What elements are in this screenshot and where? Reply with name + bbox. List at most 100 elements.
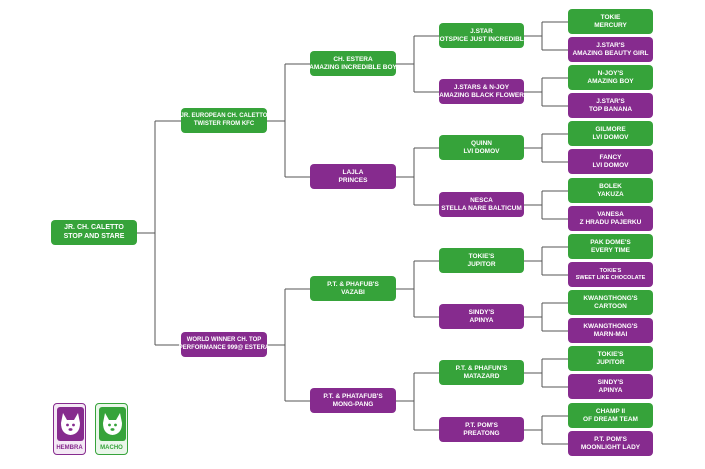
- gen5-name-line2: MERCURY: [594, 21, 627, 29]
- gen5-ancestor: CHAMP II OF DREAM TEAM: [568, 403, 653, 428]
- gen5-name-line1: P.T. POM'S: [594, 435, 627, 443]
- gen5-name-line2: EVERY TIME: [590, 246, 630, 254]
- gen4-name-line2: JUPITOR: [467, 260, 496, 268]
- gen4-name-line2: APINYA: [469, 316, 494, 324]
- gen4-name-line2: LVI DOMOV: [463, 147, 500, 155]
- gen5-name-line1: GILMORE: [595, 125, 626, 133]
- gen4-ancestor: TOKIE'S JUPITOR: [439, 248, 524, 273]
- gen5-name-line1: BOLEK: [599, 182, 622, 190]
- gen5-name-line2: APINYA: [598, 386, 623, 394]
- maternal-granddam: P.T. & PHATAFUB'S MONG-PANG: [310, 388, 396, 413]
- gen5-ancestor: TOKIE'S SWEET LIKE CHOCOLATE: [568, 262, 653, 287]
- gen5-name-line1: SINDY'S: [597, 378, 624, 386]
- gen4-name-line1: SINDY'S: [468, 308, 495, 316]
- subject-dog: JR. CH. CALETTO STOP AND STARE: [51, 220, 137, 245]
- dog-face-icon: [103, 413, 122, 435]
- gen3-name-line1: P.T. & PHATAFUB'S: [323, 392, 383, 400]
- dam-name-line2: PERFORMANCE 999@ ESTERA: [178, 344, 270, 351]
- dog-face-icon: [61, 413, 80, 435]
- subject-name-line2: STOP AND STARE: [63, 232, 125, 240]
- gen5-ancestor: P.T. POM'S MOONLIGHT LADY: [568, 431, 653, 456]
- gen4-name-line1: P.T. & PHAFUN'S: [455, 364, 508, 372]
- gen5-ancestor: N-JOY'S AMAZING BOY: [568, 65, 653, 90]
- gen5-name-line2: LVI DOMOV: [592, 161, 629, 169]
- gen5-name-line1: VANESA: [597, 210, 624, 218]
- maternal-grandsire: P.T. & PHAFUB'S VAZABI: [310, 276, 396, 301]
- gen3-name-line1: P.T. & PHAFUB'S: [327, 280, 379, 288]
- gen5-name-line1: TOKIE: [600, 13, 621, 21]
- dam: WORLD WINNER CH. TOP PERFORMANCE 999@ ES…: [178, 332, 270, 357]
- gen4-name-line2: MATAZARD: [463, 372, 500, 380]
- gen5-name-line1: J.STAR'S: [596, 97, 625, 105]
- gen5-name-line2: MOONLIGHT LADY: [580, 443, 641, 451]
- gen3-name-line2: AMAZING INCREDIBLE BOY: [309, 63, 397, 71]
- gen5-ancestor: PAK DOME'S EVERY TIME: [568, 234, 653, 259]
- gen5-ancestor: VANESA Z HRADU PAJERKU: [568, 206, 653, 231]
- gen5-name-line1: TOKIE'S: [599, 267, 622, 274]
- gen4-name-line1: TOKIE'S: [468, 252, 495, 260]
- gen5-name-line2: TOP BANANA: [588, 105, 633, 113]
- gen4-name-line1: NESCA: [470, 196, 493, 204]
- gen5-name-line1: TOKIE'S: [597, 350, 624, 358]
- gen5-name-line2: OF DREAM TEAM: [583, 415, 638, 423]
- gen5-name-line2: AMAZING BOY: [587, 77, 634, 85]
- gen4-name-line1: P.T. POM'S: [465, 421, 498, 429]
- gen4-name-line1: J.STAR: [470, 27, 493, 35]
- gen5-name-line1: J.STAR'S: [596, 41, 625, 49]
- gen5-name-line1: FANCY: [599, 153, 622, 161]
- gen5-name-line1: KWANGTHONG'S: [583, 294, 638, 302]
- gen4-ancestor: P.T. POM'S PREATONG: [439, 417, 524, 442]
- gen4-ancestor: NESCA STELLA NARE BALTICUM: [439, 192, 524, 217]
- dam-name-line1: WORLD WINNER CH. TOP: [186, 337, 262, 344]
- gen5-name-line2: JUPITOR: [596, 358, 625, 366]
- gen5-name-line2: LVI DOMOV: [592, 133, 629, 141]
- sire: JR. EUROPEAN CH. CALETTO TWISTER FROM KF…: [181, 108, 267, 133]
- gen4-name-line1: J.STARS & N-JOY: [453, 83, 510, 91]
- gen5-name-line2: AMAZING BEAUTY GIRL: [572, 49, 649, 57]
- legend-macho-label: MACHO: [100, 445, 123, 451]
- gen3-name-line1: LAJLA: [342, 168, 364, 176]
- gen4-name-line2: HOTSPICE JUST INCREDIBLE: [434, 35, 529, 43]
- gen4-ancestor: P.T. & PHAFUN'S MATAZARD: [439, 360, 524, 385]
- legend-hembra-label: HEMBRA: [56, 445, 83, 451]
- gen5-ancestor: TOKIE MERCURY: [568, 9, 653, 34]
- gen3-name-line2: PRINCES: [338, 176, 368, 184]
- gen4-name-line2: STELLA NARE BALTICUM: [441, 204, 522, 212]
- gen5-ancestor: GILMORE LVI DOMOV: [568, 121, 653, 146]
- gen4-ancestor: J.STAR HOTSPICE JUST INCREDIBLE: [435, 23, 528, 48]
- sire-name-line2: TWISTER FROM KFC: [193, 120, 255, 127]
- gen4-name-line1: QUINN: [471, 139, 492, 147]
- gen3-name-line1: CH. ESTERA: [333, 55, 373, 63]
- gen3-name-line2: VAZABI: [341, 288, 365, 296]
- gen5-ancestor: SINDY'S APINYA: [568, 374, 653, 399]
- gen5-name-line1: CHAMP II: [595, 407, 626, 415]
- gen5-name-line2: YAKUZA: [597, 190, 624, 198]
- gen5-name-line1: N-JOY'S: [597, 69, 624, 77]
- legend-hembra: HEMBRA: [53, 403, 86, 455]
- gen5-name-line2: Z HRADU PAJERKU: [579, 218, 642, 226]
- gen3-name-line2: MONG-PANG: [332, 400, 374, 408]
- gen4-ancestor: QUINN LVI DOMOV: [439, 135, 524, 160]
- gen5-name-line2: CARTOON: [594, 302, 627, 310]
- gen5-ancestor: KWANGTHONG'S MARN-MAI: [568, 318, 653, 343]
- subject-name-line1: JR. CH. CALETTO: [64, 224, 124, 232]
- gen5-ancestor: J.STAR'S AMAZING BEAUTY GIRL: [568, 37, 653, 62]
- gen5-name-line1: KWANGTHONG'S: [583, 322, 638, 330]
- paternal-granddam: LAJLA PRINCES: [310, 164, 396, 189]
- gen5-name-line2: SWEET LIKE CHOCOLATE: [575, 274, 646, 281]
- gen5-ancestor: KWANGTHONG'S CARTOON: [568, 290, 653, 315]
- gen4-ancestor: SINDY'S APINYA: [439, 304, 524, 329]
- legend-macho: MACHO: [95, 403, 128, 455]
- gen5-ancestor: BOLEK YAKUZA: [568, 178, 653, 203]
- sire-name-line1: JR. EUROPEAN CH. CALETTO: [180, 113, 268, 120]
- gen5-name-line2: MARN-MAI: [593, 330, 628, 338]
- gen4-ancestor: J.STARS & N-JOY AMAZING BLACK FLOWER: [439, 79, 524, 104]
- paternal-grandsire: CH. ESTERA AMAZING INCREDIBLE BOY: [309, 51, 397, 76]
- gen5-ancestor: FANCY LVI DOMOV: [568, 149, 653, 174]
- gen4-name-line2: AMAZING BLACK FLOWER: [439, 91, 524, 99]
- gen5-ancestor: TOKIE'S JUPITOR: [568, 346, 653, 371]
- gen5-name-line1: PAK DOME'S: [590, 238, 631, 246]
- gen5-ancestor: J.STAR'S TOP BANANA: [568, 93, 653, 118]
- gen4-name-line2: PREATONG: [463, 429, 500, 437]
